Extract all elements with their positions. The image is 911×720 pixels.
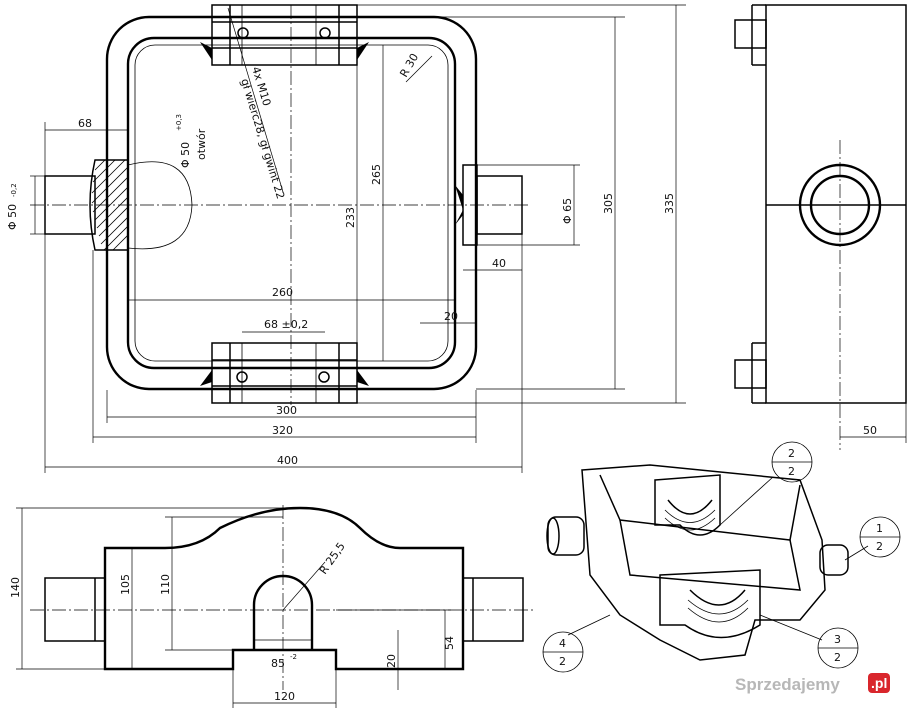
dim-120: 120 [274,690,295,703]
dim-265: 265 [370,164,383,185]
balloon-bottom: 2 [788,465,795,478]
balloon-bottom: 2 [876,540,883,553]
bottom-body-outline [103,506,465,671]
dim-dia50-shaft: Φ 50 [6,204,19,230]
side-dim-50: 50 [863,424,877,437]
watermark: Sprzedajemy .pl [735,673,890,694]
bottom-right-shaft [462,577,524,642]
dim-320: 320 [272,424,293,437]
dim-105: 105 [119,574,132,595]
balloon: 3 2 [817,627,859,669]
detail-circle [127,161,193,250]
dim-r30: R 30 [397,51,421,79]
bolt-hole [318,371,330,383]
bottom-left-shaft [44,577,106,642]
bolt-hole [236,371,248,383]
left-trunnion-shaft [44,175,96,235]
iso-right-shaft [819,544,849,576]
balloon-bottom: 2 [834,651,841,664]
dim-335: 335 [663,193,676,214]
frame-inner-offset [134,44,449,362]
left-section-hatch [89,159,129,251]
balloon: 1 2 [859,516,901,558]
dim-85: 85 [271,657,285,670]
dim-20-bottom: 20 [385,654,398,668]
front-view: 68 Φ 50 -0,2 Φ 50 +0,3 otwór 4x M10 gł w… [6,4,686,473]
iso-left-shaft [547,516,585,556]
hole-label: otwór [195,128,208,160]
dim-260: 260 [272,286,293,299]
bottom-view: 140 105 110 R 25,5 54 85 -2 20 120 [9,505,535,708]
dim-54: 54 [443,636,456,650]
side-bottom-tab [734,359,767,389]
balloon-top: 3 [834,633,841,646]
dim-233: 233 [344,207,357,228]
dim-dia50-hole-tol: +0,3 [175,114,183,131]
bolt-hole [237,27,249,39]
dim-110: 110 [159,574,172,595]
dim-140: 140 [9,577,22,598]
dim-dia65: Φ 65 [561,198,574,224]
dim-r25-5: R 25,5 [317,540,348,577]
iso-frame [581,464,826,661]
watermark-suffix: .pl [871,675,887,691]
dim-300: 300 [276,404,297,417]
dim-400: 400 [277,454,298,467]
frame-outer [105,15,478,391]
bolt-hole [319,27,331,39]
balloon-bottom: 2 [559,655,566,668]
dim-68: 68 [78,117,92,130]
side-view: 50 [734,4,907,450]
side-top-tab [734,19,767,49]
iso-top-block [654,474,721,536]
bottom-clamp-block [211,342,358,404]
dim-68-tol: 68 ±0,2 [264,318,308,331]
balloon: 4 2 [542,631,584,673]
side-body [765,4,907,404]
balloon-top: 1 [876,522,883,535]
isometric-view: 2 2 1 2 3 2 4 2 [542,441,901,673]
dim-dia50-shaft-tol: -0,2 [10,183,18,197]
iso-bottom-block [659,569,761,639]
dim-40: 40 [492,257,506,270]
top-clamp-block [211,4,358,66]
balloon: 2 2 [771,441,813,483]
watermark-text: Sprzedajemy [735,675,840,694]
balloon-top: 2 [788,447,795,460]
dim-85-tol: -2 [290,653,297,661]
dim-dia50-hole: Φ 50 [179,142,192,168]
watermark-badge [868,673,890,693]
balloon-top: 4 [559,637,566,650]
dim-20: 20 [444,310,458,323]
dim-305: 305 [602,193,615,214]
